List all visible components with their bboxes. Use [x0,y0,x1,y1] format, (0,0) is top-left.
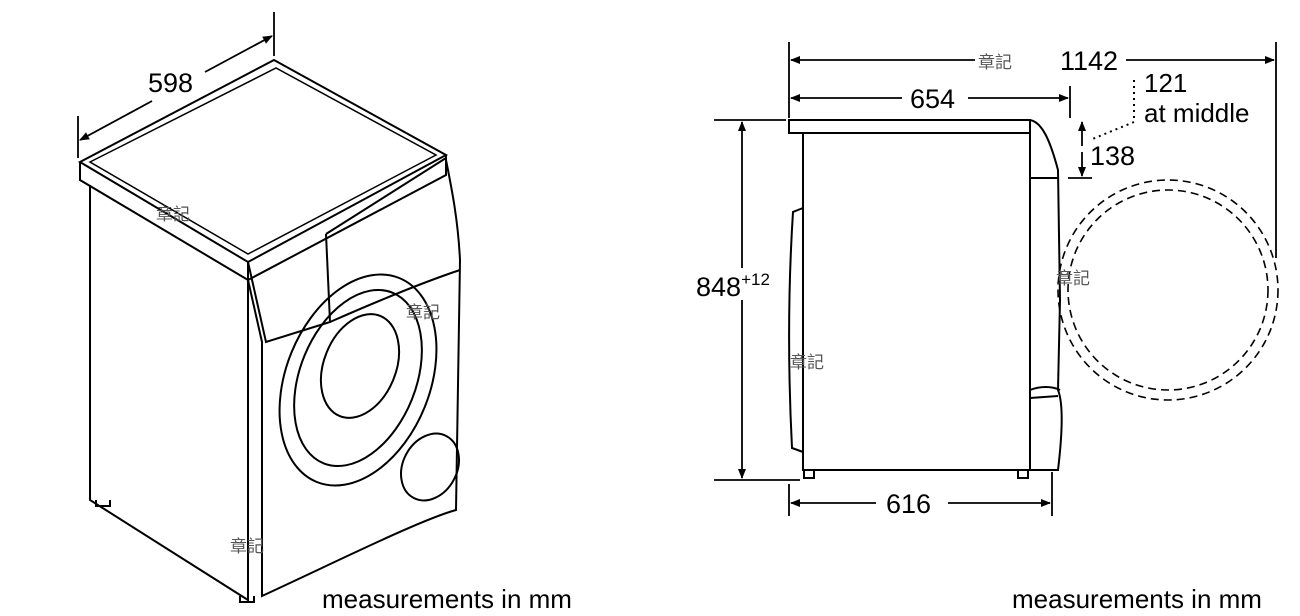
washer-front [247,159,462,598]
side-washer [788,119,1063,479]
top-offset-label: 138 [1090,141,1135,171]
watermark-5: 章記 [1056,269,1090,289]
door-outer-ring [278,273,438,487]
side-dimensions [714,42,1277,516]
height-label: 848+12 [696,270,770,302]
left-caption: measurements in mm [322,584,572,614]
right-caption: measurements in mm [1012,584,1262,614]
watermark-3: 章記 [230,537,264,557]
door-leader [1089,80,1135,141]
isometric-washer [77,58,462,603]
washer-left-side [89,185,249,602]
watermark-2: 章記 [406,303,440,323]
door-window [319,313,401,419]
control-panel [247,233,332,344]
watermark-1: 章記 [156,205,190,225]
front-profile [1029,119,1063,471]
watermark-6: 章記 [790,353,824,373]
watermark-4: 章記 [978,53,1012,73]
width-label: 598 [148,68,193,98]
side-top-plate [788,119,1031,134]
door-note-label: at middle [1144,98,1250,128]
width-dimension [77,12,275,158]
door-swing [1057,179,1279,401]
side-body [802,133,1031,471]
base-depth-label: 616 [886,489,931,519]
service-hatch [400,432,460,502]
door-value-label: 121 [1144,68,1187,98]
body-depth-label: 654 [910,84,955,114]
overall-depth-label: 1142 [1060,46,1118,76]
washer-top-panel [77,58,449,264]
